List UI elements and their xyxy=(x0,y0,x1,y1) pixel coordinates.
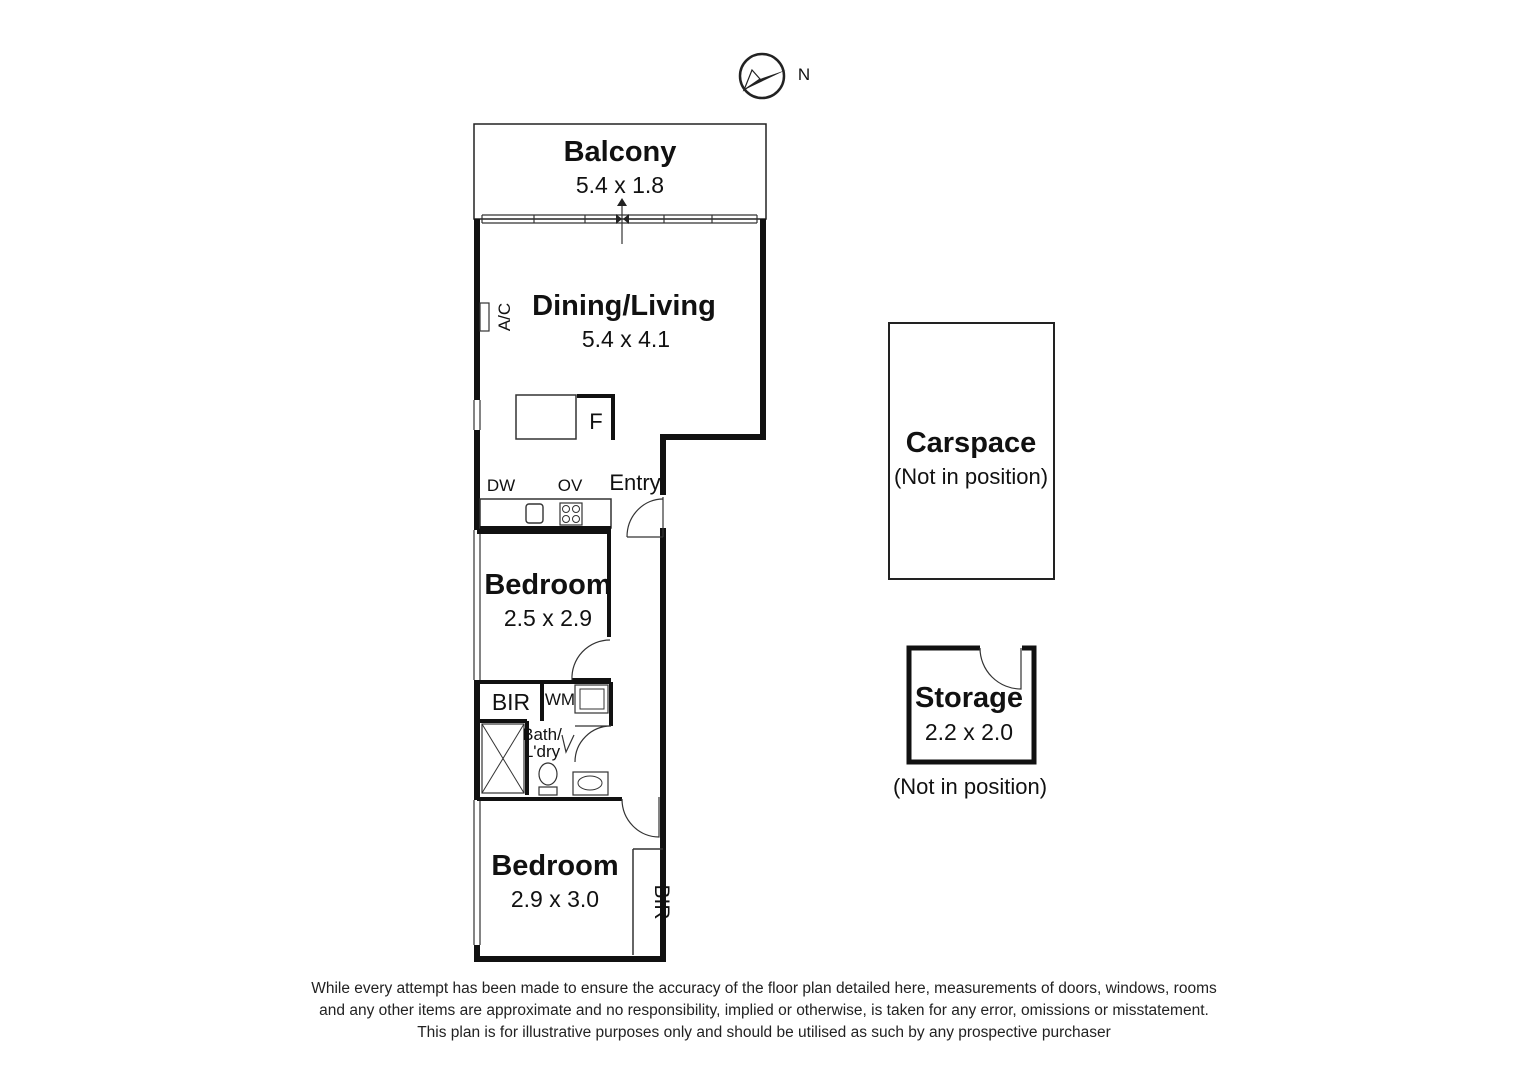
bedroom1-dims: 2.5 x 2.9 xyxy=(504,605,592,631)
toilet-icon xyxy=(538,762,558,786)
bath-door-marker xyxy=(561,734,575,754)
dishwasher-label: DW xyxy=(487,476,515,495)
washing-machine-icon xyxy=(574,684,609,714)
entry-label: Entry xyxy=(609,470,660,495)
entry-door xyxy=(626,497,664,538)
basin-bowl xyxy=(577,775,603,791)
bedroom2-door xyxy=(621,797,660,838)
storage-note: (Not in position) xyxy=(893,774,1047,799)
compass-needle-tail xyxy=(742,68,761,92)
balcony-name: Balcony xyxy=(564,136,677,168)
arrow-right-icon xyxy=(616,214,622,224)
window-segments xyxy=(473,400,481,945)
bath-block-walls xyxy=(477,680,622,801)
compass-north-label: N xyxy=(798,65,810,84)
burner-3 xyxy=(562,515,570,523)
carspace-note: (Not in position) xyxy=(894,464,1048,489)
compass-needle-icon xyxy=(744,70,786,90)
shower-icon xyxy=(481,723,525,794)
bath-label-2: L'dry xyxy=(524,742,561,761)
bir2-walls xyxy=(632,848,663,955)
carspace-name: Carspace xyxy=(906,427,1037,459)
bedroom1-door xyxy=(571,639,611,681)
storage-dims: 2.2 x 2.0 xyxy=(925,719,1013,745)
wm-label: WM xyxy=(545,690,575,709)
unit-walls xyxy=(474,219,766,962)
disclaimer: While every attempt has been made to ens… xyxy=(0,978,1528,1044)
storage-name: Storage xyxy=(915,682,1023,714)
bath-label-1: Bath/ xyxy=(522,725,562,744)
oven-label: OV xyxy=(558,476,583,495)
basin-icon xyxy=(572,771,609,796)
disclaimer-line-3: This plan is for illustrative purposes o… xyxy=(417,1024,1111,1041)
bedroom2-dims: 2.9 x 3.0 xyxy=(511,886,599,912)
ac-unit xyxy=(479,302,490,332)
burner-1 xyxy=(562,505,570,513)
bir1-label: BIR xyxy=(492,689,530,715)
burner-4 xyxy=(572,515,580,523)
kitchen-island xyxy=(515,394,577,440)
ac-label: A/C xyxy=(495,303,514,331)
floor-plan: N A/C xyxy=(473,52,1055,962)
wm-inner xyxy=(579,688,605,710)
storage-walls xyxy=(906,645,1037,765)
compass: N xyxy=(738,52,810,100)
disclaimer-line-2: and any other items are approximate and … xyxy=(319,1002,1209,1019)
disclaimer-line-1: While every attempt has been made to ens… xyxy=(311,980,1217,997)
kitchen-bench xyxy=(479,498,612,529)
fridge-label: F xyxy=(589,409,602,434)
shower-diag-2 xyxy=(481,723,525,794)
carspace-outline xyxy=(888,322,1055,580)
cooktop-icon xyxy=(559,502,583,526)
arrow-left-icon xyxy=(623,214,629,224)
arrow-up-icon xyxy=(617,198,627,206)
balcony-dims: 5.4 x 1.8 xyxy=(576,172,664,198)
storage-door xyxy=(979,647,1022,690)
bedroom2-name: Bedroom xyxy=(491,850,618,882)
fridge-recess xyxy=(577,394,615,440)
dining-living-name: Dining/Living xyxy=(532,290,716,322)
bir2-label: BIR xyxy=(650,884,673,919)
toilet-cistern xyxy=(538,786,558,796)
compass-circle xyxy=(738,52,786,100)
sink-icon xyxy=(525,503,544,524)
bath-door xyxy=(574,725,612,763)
bedroom1-name: Bedroom xyxy=(484,569,611,601)
dining-living-dims: 5.4 x 4.1 xyxy=(582,326,670,352)
burner-2 xyxy=(572,505,580,513)
sliding-door xyxy=(481,205,758,244)
